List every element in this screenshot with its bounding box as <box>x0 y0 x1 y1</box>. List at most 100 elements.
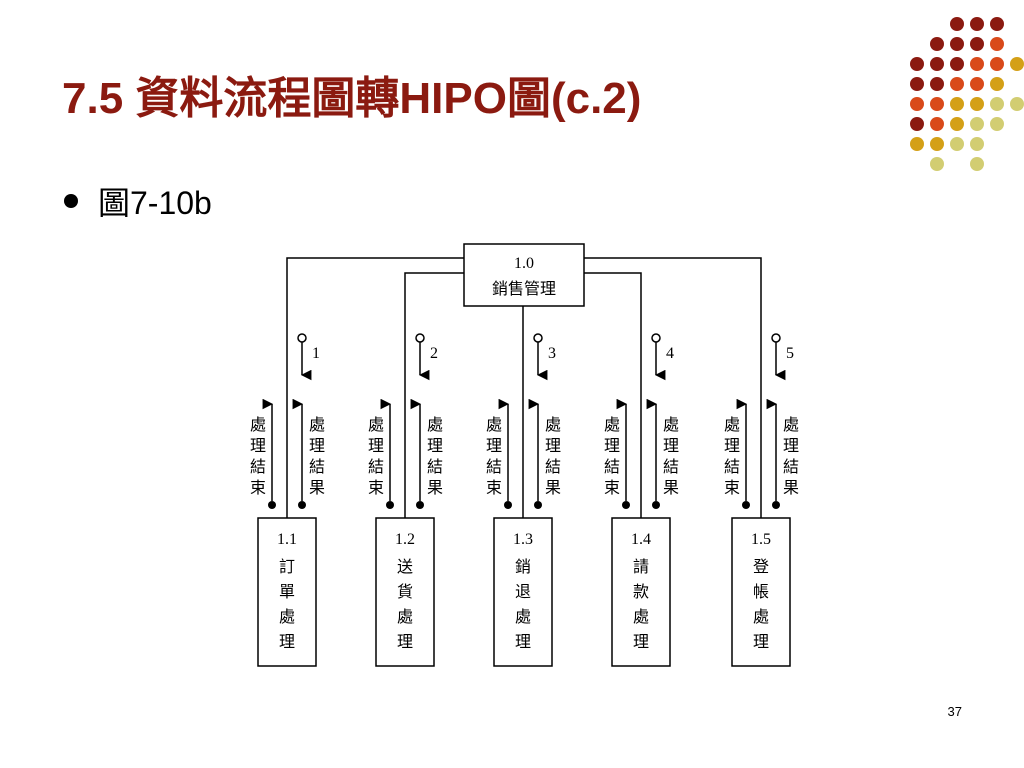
child-module-box <box>375 517 435 667</box>
root-module-label: 銷售管理 <box>492 280 556 298</box>
data-flow-label-char: 結 <box>486 458 502 476</box>
data-flow-label-char: 理 <box>783 438 799 455</box>
child-module-label-char: 處 <box>515 608 531 626</box>
bullet-text: 圖7-10b <box>98 185 212 221</box>
data-flow-label-char: 結 <box>309 458 325 476</box>
child-module-label-char: 理 <box>515 634 531 651</box>
control-flow-origin <box>533 333 543 343</box>
data-flow-label-char: 結 <box>663 458 679 476</box>
root-module-id: 1.0 <box>514 255 534 272</box>
child-module-label-char: 貨 <box>397 583 413 601</box>
data-flow-origin <box>772 501 780 509</box>
data-flow-origin <box>298 501 306 509</box>
child-module-label-char: 理 <box>397 634 413 651</box>
data-flow-label-char: 結 <box>427 458 443 476</box>
child-module-label-char: 銷 <box>515 558 531 576</box>
data-flow-label-char: 理 <box>427 438 443 455</box>
child-module-label-char: 處 <box>279 608 295 626</box>
data-flow-label-char: 束 <box>604 479 620 497</box>
control-flow-number: 4 <box>666 345 674 362</box>
child-module-label-char: 款 <box>633 583 649 601</box>
data-flow-label-char: 果 <box>545 480 561 497</box>
child-module-label-char: 請 <box>633 558 649 576</box>
data-flow-label-char: 果 <box>783 480 799 497</box>
data-flow-label-char: 理 <box>604 438 620 455</box>
data-flow-origin <box>534 501 542 509</box>
child-module-id: 1.2 <box>395 531 415 548</box>
data-flow-origin <box>652 501 660 509</box>
data-flow-origin <box>504 501 512 509</box>
data-flow-label-char: 結 <box>368 458 384 476</box>
data-flow-label-char: 束 <box>250 479 266 497</box>
child-module-label-char: 處 <box>633 608 649 626</box>
data-flow-label-char: 處 <box>427 416 443 434</box>
data-flow-label-char: 處 <box>783 416 799 434</box>
data-flow-label-char: 結 <box>783 458 799 476</box>
page-number: 37 <box>947 704 962 719</box>
child-module-label-char: 理 <box>279 634 295 651</box>
data-flow-label-char: 束 <box>724 479 740 497</box>
data-flow-label-char: 處 <box>309 416 325 434</box>
data-flow-label-char: 結 <box>545 458 561 476</box>
data-flow-label-char: 處 <box>250 416 266 434</box>
control-flow-number: 5 <box>786 345 794 362</box>
data-flow-label-char: 理 <box>724 438 740 455</box>
control-flow-origin <box>415 333 425 343</box>
data-flow-label-char: 處 <box>663 416 679 434</box>
data-flow-origin <box>268 501 276 509</box>
child-module-label-char: 理 <box>753 634 769 651</box>
child-module-box <box>731 517 791 667</box>
data-flow-origin <box>416 501 424 509</box>
control-flow-origin <box>771 333 781 343</box>
bullet-icon <box>64 194 78 208</box>
data-flow-origin <box>742 501 750 509</box>
data-flow-label-char: 束 <box>368 479 384 497</box>
child-module-id: 1.4 <box>631 531 651 548</box>
slide-title: 7.5 資料流程圖轉HIPO圖(c.2) <box>62 74 642 123</box>
child-module-id: 1.1 <box>277 531 297 548</box>
child-module-box <box>257 517 317 667</box>
child-module-label-char: 處 <box>753 608 769 626</box>
data-flow-label-char: 結 <box>724 458 740 476</box>
data-flow-label-char: 處 <box>724 416 740 434</box>
data-flow-label-char: 理 <box>545 438 561 455</box>
data-flow-label-char: 理 <box>250 438 266 455</box>
data-flow-origin <box>386 501 394 509</box>
child-module-label-char: 單 <box>279 584 295 601</box>
child-module-label-char: 訂 <box>279 558 295 576</box>
child-module-label-char: 送 <box>397 558 413 576</box>
child-module-id: 1.3 <box>513 531 533 548</box>
control-flow-number: 2 <box>430 345 438 362</box>
child-module-id: 1.5 <box>751 531 771 548</box>
bullet-item: 圖7-10b <box>64 178 212 224</box>
connector-line <box>286 257 464 518</box>
data-flow-label-char: 處 <box>545 416 561 434</box>
control-flow-number: 3 <box>548 345 556 362</box>
data-flow-label-char: 理 <box>309 438 325 455</box>
control-flow-origin <box>651 333 661 343</box>
child-module-label-char: 帳 <box>753 583 769 601</box>
data-flow-label-char: 果 <box>663 480 679 497</box>
connector-line <box>404 272 464 518</box>
data-flow-origin <box>622 501 630 509</box>
data-flow-label-char: 束 <box>486 479 502 497</box>
child-module-label-char: 理 <box>633 634 649 651</box>
child-module-label-char: 處 <box>397 608 413 626</box>
child-module-label-char: 退 <box>515 583 531 601</box>
data-flow-label-char: 處 <box>486 416 502 434</box>
data-flow-label-char: 結 <box>604 458 620 476</box>
connector-line <box>584 272 642 518</box>
data-flow-label-char: 處 <box>368 416 384 434</box>
data-flow-label-char: 果 <box>309 480 325 497</box>
data-flow-label-char: 理 <box>368 438 384 455</box>
data-flow-label-char: 理 <box>663 438 679 455</box>
connector-line <box>584 257 762 518</box>
data-flow-label-char: 理 <box>486 438 502 455</box>
data-flow-label-char: 處 <box>604 416 620 434</box>
data-flow-label-char: 果 <box>427 480 443 497</box>
control-flow-number: 1 <box>312 345 320 362</box>
control-flow-origin <box>297 333 307 343</box>
child-module-box <box>493 517 553 667</box>
data-flow-label-char: 結 <box>250 458 266 476</box>
